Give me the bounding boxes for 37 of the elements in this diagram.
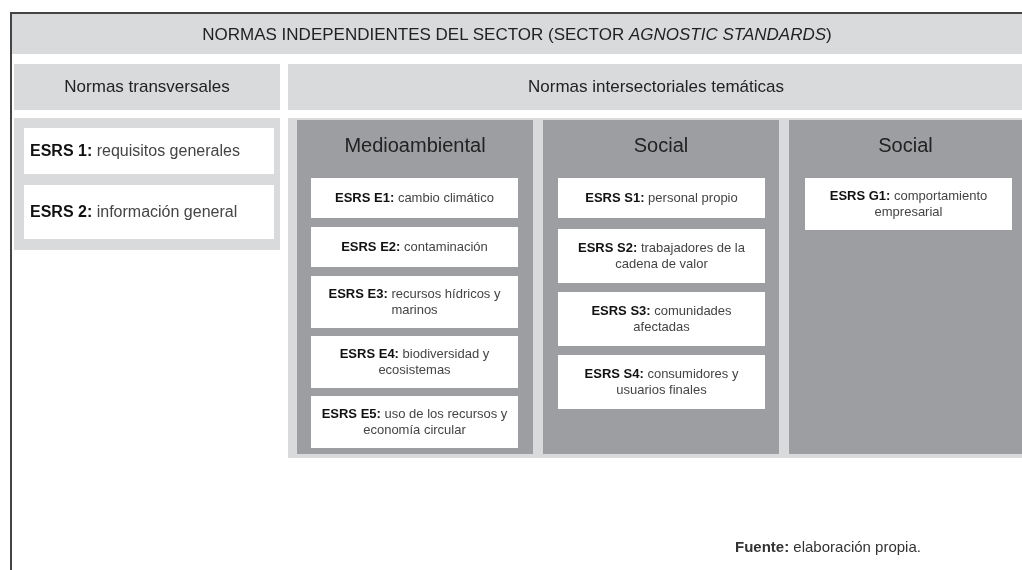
standard-text: ESRS S1: personal propio xyxy=(585,190,738,206)
standard-text: ESRS S3: comunidades afectadas xyxy=(590,303,733,335)
group-heading: Normas intersectoriales temáticas xyxy=(527,77,785,97)
category-panel xyxy=(789,120,1022,454)
standard-card xyxy=(311,336,518,388)
standard-text: ESRS S4: consumidores y usuarios finales xyxy=(583,366,740,398)
standard-text: ESRS S2: trabajadores de la cadena de valor xyxy=(577,240,746,272)
standard-card xyxy=(311,396,518,448)
frame xyxy=(10,12,1022,570)
frame-title: NORMAS INDEPENDIENTES DEL SECTOR (SECTOR AGNOSTIC STANDARDS) xyxy=(201,25,833,45)
category-heading: Social xyxy=(632,134,690,157)
standard-card xyxy=(558,292,765,346)
source-note: Fuente: elaboración propia. xyxy=(735,538,921,555)
category-panel xyxy=(297,120,533,454)
standard-card xyxy=(24,185,274,239)
standard-card xyxy=(558,178,765,218)
standard-text: ESRS 1: requisitos generales xyxy=(30,141,240,161)
category-heading: Medioambiental xyxy=(343,134,487,157)
standard-card xyxy=(311,178,518,218)
standard-text: ESRS E4: biodiversidad y ecosistemas xyxy=(338,346,491,378)
standard-text: ESRS G1: comportamiento empresarial xyxy=(828,188,989,220)
standard-text: ESRS E5: uso de los recursos y economía circular xyxy=(320,406,509,438)
standard-text: ESRS E2: contaminación xyxy=(341,239,488,255)
standard-card xyxy=(24,128,274,174)
category-heading: Social xyxy=(877,134,934,157)
standard-card xyxy=(311,276,518,328)
standard-card xyxy=(311,227,518,267)
standard-card xyxy=(558,229,765,283)
column-heading: Normas transversales xyxy=(63,77,231,97)
standard-card xyxy=(558,355,765,409)
standard-text: ESRS E3: recursos hídricos y marinos xyxy=(327,286,502,318)
category-panel xyxy=(543,120,779,454)
standard-text: ESRS 2: información general xyxy=(30,202,238,222)
standard-card xyxy=(805,178,1012,230)
standard-text: ESRS E1: cambio climático xyxy=(335,190,494,206)
column-panel xyxy=(14,64,280,250)
group-panel xyxy=(288,64,1022,458)
